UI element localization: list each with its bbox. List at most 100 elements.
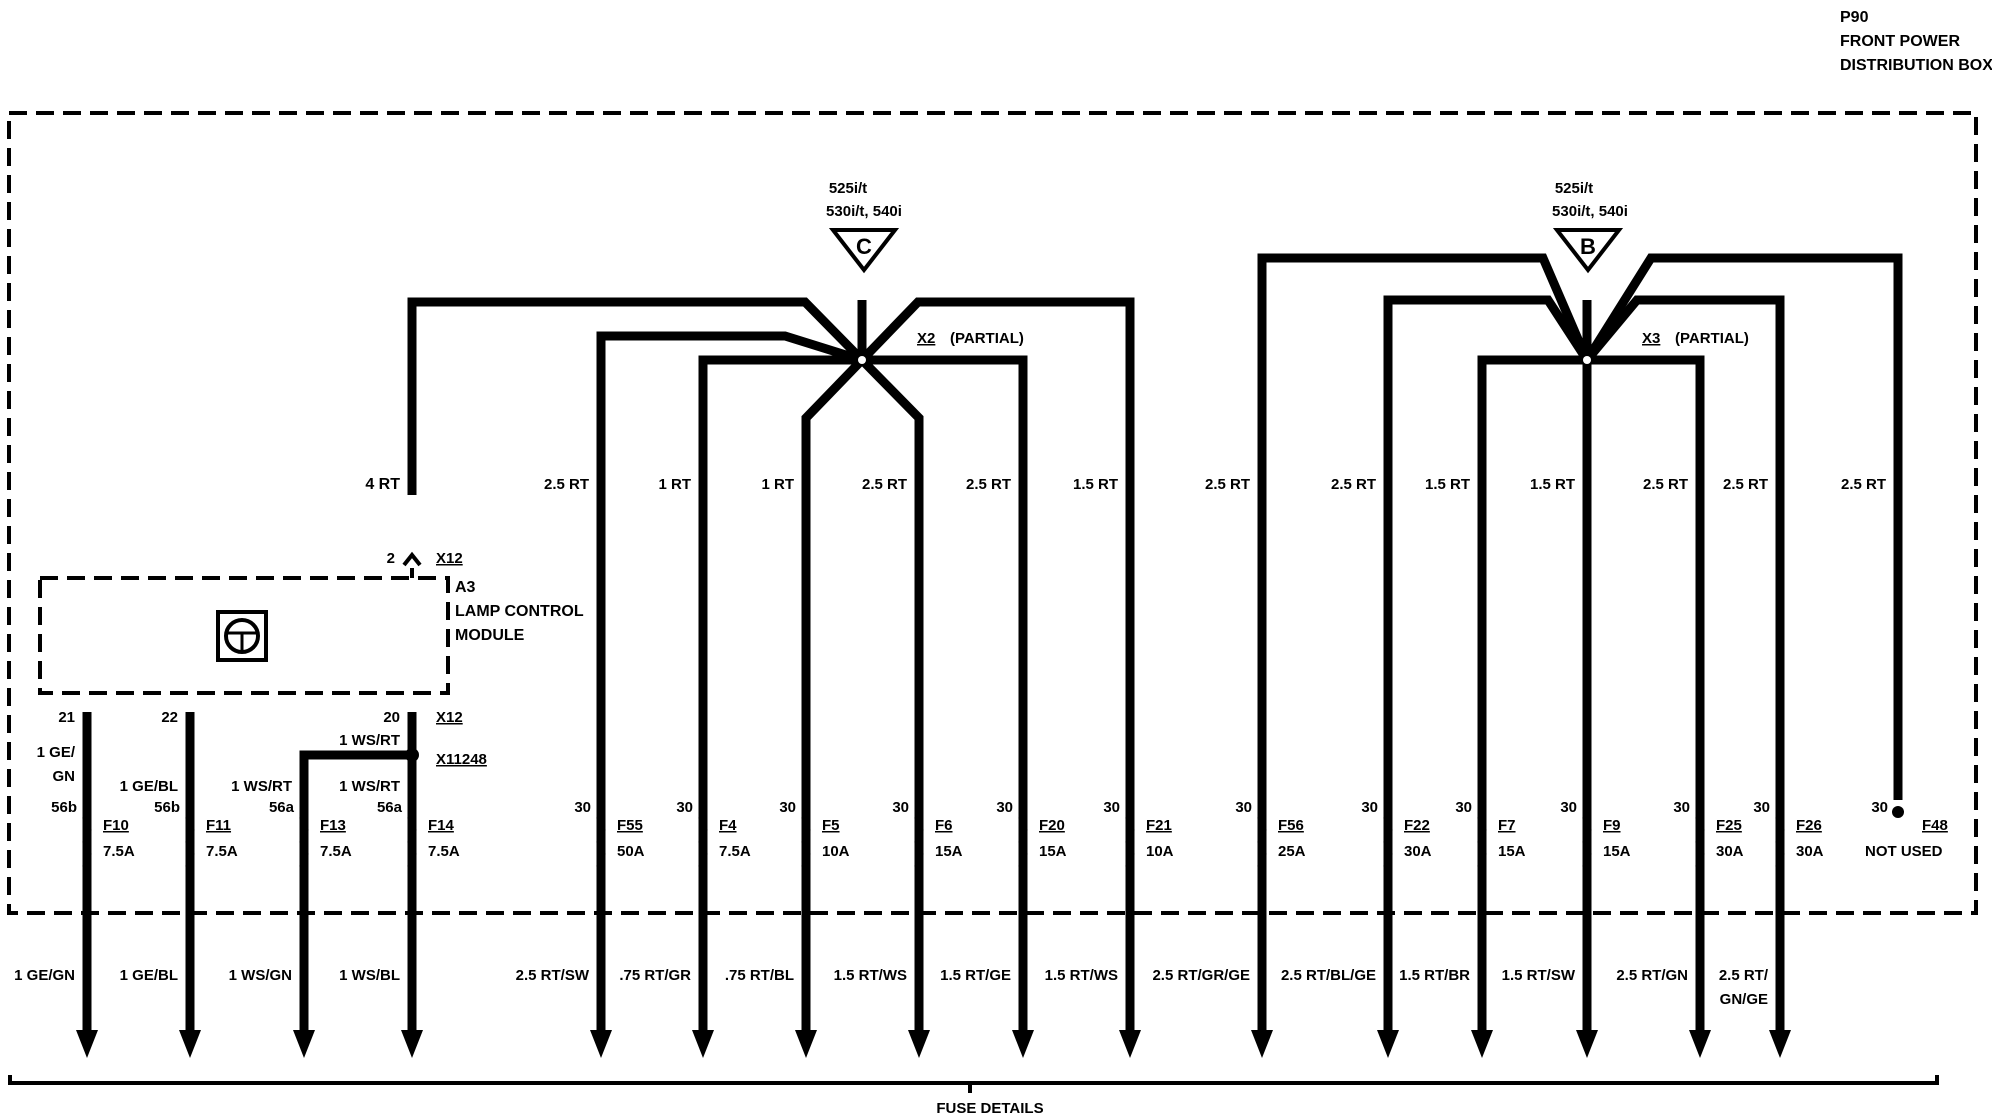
fuse-terminal: 30 [1235, 799, 1252, 816]
svg-text:525i/t: 525i/t [1555, 180, 1593, 197]
fuse-terminal: 56a [269, 799, 295, 816]
svg-text:X2: X2 [917, 330, 935, 347]
wire-out-1: 1 WS/GN [229, 967, 292, 984]
fuse-ref: F13 [320, 817, 346, 834]
fuse-element [596, 810, 606, 874]
wire-in-1: 2.5 RT [1723, 476, 1768, 493]
wire-arrow [401, 1030, 423, 1058]
wire-in-1: 1.5 RT [1530, 476, 1575, 493]
wire-in-1: 2.5 RT [966, 476, 1011, 493]
fuse-rating: 10A [1146, 843, 1174, 860]
wire-in-1: 1 WS/RT [231, 778, 292, 795]
fuse-element [698, 810, 708, 874]
pin-number: 21 [58, 709, 75, 726]
fuse-element [185, 810, 195, 874]
pin-number: 22 [161, 709, 178, 726]
wire-out-1: 1.5 RT/GE [940, 967, 1011, 984]
fuse-rating: 15A [1498, 843, 1526, 860]
fuse-rating: 15A [1039, 843, 1067, 860]
wire-out-1: 1.5 RT/WS [834, 967, 907, 984]
fuse-element [1018, 810, 1028, 874]
wire-arrow [1377, 1030, 1399, 1058]
wire-out-1: .75 RT/GR [619, 967, 691, 984]
wire-out-1: 2.5 RT/SW [516, 967, 590, 984]
wire-in-1: 2.5 RT [1643, 476, 1688, 493]
fuse-rating: 25A [1278, 843, 1306, 860]
svg-text:525i/t: 525i/t [829, 180, 867, 197]
fuse-ref: F22 [1404, 817, 1430, 834]
fuse-terminal: 56a [377, 799, 403, 816]
fuse-ref: F9 [1603, 817, 1621, 834]
fuse-ref: F55 [617, 817, 643, 834]
fuse-rating: 15A [1603, 843, 1631, 860]
fuse-terminal: 30 [1455, 799, 1472, 816]
fuse-terminal: 30 [892, 799, 909, 816]
svg-text:B: B [1580, 234, 1596, 259]
wire-out-2: GN/GE [1720, 991, 1768, 1008]
fuse-element [1477, 810, 1487, 874]
fuse-terminal: 30 [676, 799, 693, 816]
fuse-terminal: 30 [1871, 799, 1888, 816]
svg-text:4 RT: 4 RT [365, 476, 400, 493]
fuse-rating: 15A [935, 843, 963, 860]
wire-out-1: 1 WS/BL [339, 967, 400, 984]
fuse-ref: F21 [1146, 817, 1172, 834]
fuse-rating: 7.5A [320, 843, 352, 860]
wire-in-1: 2.5 RT [544, 476, 589, 493]
wire-in-1: 1 GE/BL [120, 778, 178, 795]
svg-text:(PARTIAL): (PARTIAL) [950, 330, 1024, 347]
fuse-ref: F11 [206, 817, 231, 834]
fuse-ref: F10 [103, 817, 129, 834]
wire-in-1: 1.5 RT [1425, 476, 1470, 493]
svg-text:MODULE: MODULE [455, 627, 525, 644]
wire-out-1: 2.5 RT/GR/GE [1152, 967, 1250, 984]
wire-in-1: 1 RT [658, 476, 691, 493]
svg-text:530i/t, 540i: 530i/t, 540i [1552, 203, 1628, 220]
box-title: P90 FRONT POWER DISTRIBUTION BOX [1840, 9, 1992, 74]
wire-arrow [1251, 1030, 1273, 1058]
distribution-box-outline [7, 111, 1978, 915]
wire-in-1: 1 GE/ [37, 744, 76, 761]
connector-x2-wiring [407, 297, 1135, 935]
fuse-rating: 30A [1796, 843, 1824, 860]
fuse-terminal: 30 [779, 799, 796, 816]
wire-arrow [1576, 1030, 1598, 1058]
pin-number: 20 [383, 709, 400, 726]
connector-symbol-b: 525i/t 530i/t, 540i B X3 (PARTIAL) [1552, 180, 1749, 347]
fuse-rating: 7.5A [719, 843, 751, 860]
wire-in-1: 2.5 RT [1205, 476, 1250, 493]
wire-in-2: GN [53, 768, 76, 785]
fuse-rating: 10A [822, 843, 850, 860]
fuse-ref: F56 [1278, 817, 1304, 834]
wire-arrow [1119, 1030, 1141, 1058]
fuse-rating: 7.5A [206, 843, 238, 860]
wire-out-1: 2.5 RT/ [1719, 967, 1769, 984]
svg-text:530i/t, 540i: 530i/t, 540i [826, 203, 902, 220]
fuse-ref: F25 [1716, 817, 1742, 834]
fuse-terminal: 30 [1753, 799, 1770, 816]
fuse-terminal: 30 [1673, 799, 1690, 816]
wire-arrow [908, 1030, 930, 1058]
wire-out-1: .75 RT/BL [725, 967, 794, 984]
fuse-ref: F14 [428, 817, 455, 834]
connector-symbol-c: 525i/t 530i/t, 540i C X2 (PARTIAL) [826, 180, 1024, 347]
wire-in-1: 2.5 RT [1841, 476, 1886, 493]
wire-arrow [590, 1030, 612, 1058]
svg-text:X3: X3 [1642, 330, 1660, 347]
fuse-terminal: 56b [51, 799, 77, 816]
fuse-rating: 50A [617, 843, 645, 860]
fuse-terminal: 56b [154, 799, 180, 816]
wire-arrow [76, 1030, 98, 1058]
fuse-terminal: 30 [1103, 799, 1120, 816]
svg-text:C: C [856, 234, 872, 259]
box-title-line1: FRONT POWER [1840, 33, 1960, 50]
